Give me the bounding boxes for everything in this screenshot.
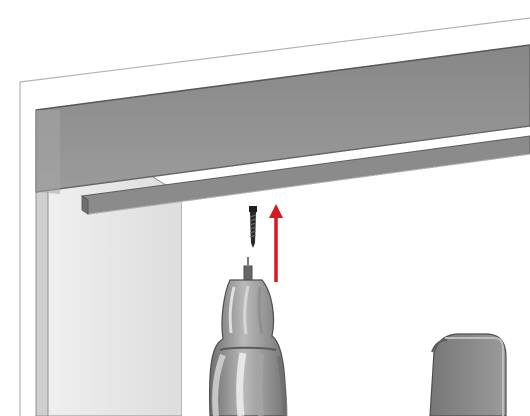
power-drill-icon [209, 257, 288, 416]
overhead-lintel [35, 44, 530, 194]
sliding-track [80, 135, 530, 215]
screw-icon [249, 206, 257, 248]
arrow-up-icon [269, 204, 283, 282]
hardware-box [429, 333, 507, 416]
